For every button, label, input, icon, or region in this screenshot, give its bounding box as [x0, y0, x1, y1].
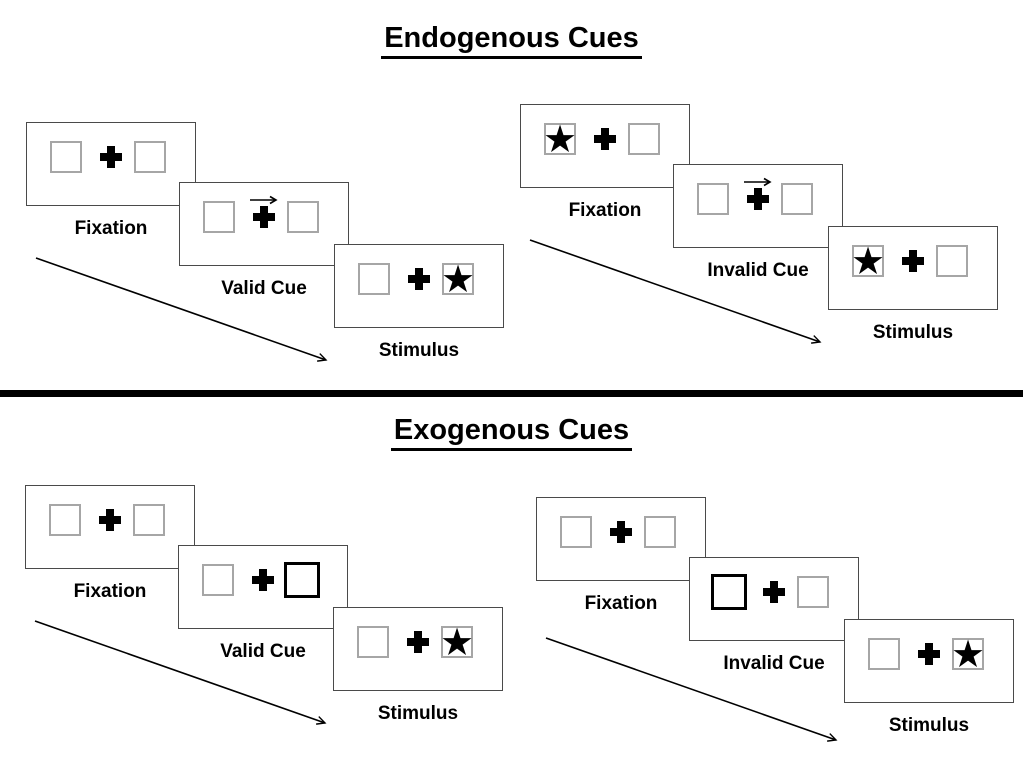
- stimulus-screen: ★: [844, 619, 1014, 703]
- fixation-cross-icon: [747, 188, 769, 210]
- fixation-screen: [536, 497, 706, 581]
- step-label-fixation: Fixation: [74, 218, 148, 239]
- right-placeholder-square: [284, 562, 320, 598]
- fixation-cross-icon: [408, 268, 430, 290]
- step-label-fixation: Fixation: [73, 581, 147, 602]
- fixation-cross-icon: [407, 631, 429, 653]
- stimulus-star: ★: [440, 257, 476, 301]
- left-placeholder-square: [50, 141, 82, 173]
- fixation-cross-icon: [610, 521, 632, 543]
- left-placeholder-square: ★: [542, 117, 578, 161]
- left-placeholder-square: ★: [850, 239, 886, 283]
- right-placeholder-square: [797, 576, 829, 608]
- right-placeholder-square: ★: [439, 620, 475, 664]
- fixation-cross-icon: [252, 569, 274, 591]
- section-divider: [0, 390, 1023, 397]
- stimulus-star: ★: [950, 632, 986, 676]
- fixation-cross-icon: [100, 146, 122, 168]
- stimulus-star: ★: [850, 239, 886, 283]
- exogenous-invalid-panel: Fixation Invalid Cue ★ Stimulus: [536, 497, 1023, 753]
- endogenous-invalid-panel: ★ Fixation Invalid Cue ★ Stimulus: [520, 104, 1007, 360]
- right-placeholder-square: ★: [440, 257, 476, 301]
- right-placeholder-square: ★: [950, 632, 986, 676]
- endogenous-title-row: Endogenous Cues: [0, 22, 1023, 59]
- stimulus-screen: ★: [334, 244, 504, 328]
- right-placeholder-square: [287, 201, 319, 233]
- fixation-screen: [26, 122, 196, 206]
- left-placeholder-square: [202, 564, 234, 596]
- stimulus-star: ★: [542, 117, 578, 161]
- step-label-cue: Valid Cue: [221, 278, 307, 299]
- stimulus-screen: ★: [828, 226, 998, 310]
- section-title-endogenous: Endogenous Cues: [381, 22, 642, 59]
- step-label-stimulus: Stimulus: [872, 322, 954, 343]
- left-placeholder-square: [357, 626, 389, 658]
- fixation-cross-icon: [902, 250, 924, 272]
- sequence-arrow: [34, 620, 327, 725]
- right-placeholder-square: [936, 245, 968, 277]
- left-placeholder-square: [711, 574, 747, 610]
- step-label-stimulus: Stimulus: [378, 340, 460, 361]
- fixation-screen: ★: [520, 104, 690, 188]
- fixation-cross-icon: [594, 128, 616, 150]
- sequence-arrow: [529, 239, 822, 344]
- stimulus-screen: ★: [333, 607, 503, 691]
- left-placeholder-square: [868, 638, 900, 670]
- stimulus-star: ★: [439, 620, 475, 664]
- step-label-cue: Invalid Cue: [707, 260, 809, 281]
- right-placeholder-square: [781, 183, 813, 215]
- step-label-cue: Valid Cue: [220, 641, 306, 662]
- fixation-screen: [25, 485, 195, 569]
- left-placeholder-square: [358, 263, 390, 295]
- exogenous-title-row: Exogenous Cues: [0, 414, 1023, 451]
- right-placeholder-square: [644, 516, 676, 548]
- endogenous-valid-panel: Fixation Valid Cue ★ Stimulus: [26, 122, 513, 378]
- step-label-fixation: Fixation: [568, 200, 642, 221]
- cue-screen: [673, 164, 843, 248]
- step-label-fixation: Fixation: [584, 593, 658, 614]
- step-label-cue: Invalid Cue: [723, 653, 825, 674]
- left-placeholder-square: [49, 504, 81, 536]
- right-placeholder-square: [628, 123, 660, 155]
- fixation-cross-icon: [253, 206, 275, 228]
- cue-arrow-icon: [250, 195, 278, 205]
- cue-screen: [689, 557, 859, 641]
- section-title-exogenous: Exogenous Cues: [390, 414, 633, 451]
- left-placeholder-square: [697, 183, 729, 215]
- right-placeholder-square: [133, 504, 165, 536]
- left-placeholder-square: [560, 516, 592, 548]
- right-placeholder-square: [134, 141, 166, 173]
- fixation-cross-icon: [763, 581, 785, 603]
- cue-arrow-icon: [744, 177, 772, 187]
- step-label-stimulus: Stimulus: [377, 703, 459, 724]
- sequence-arrow: [545, 637, 838, 742]
- cue-screen: [179, 182, 349, 266]
- exogenous-valid-panel: Fixation Valid Cue ★ Stimulus: [25, 485, 512, 741]
- fixation-cross-icon: [918, 643, 940, 665]
- fixation-cross-icon: [99, 509, 121, 531]
- step-label-stimulus: Stimulus: [888, 715, 970, 736]
- left-placeholder-square: [203, 201, 235, 233]
- sequence-arrow: [35, 257, 328, 362]
- cue-screen: [178, 545, 348, 629]
